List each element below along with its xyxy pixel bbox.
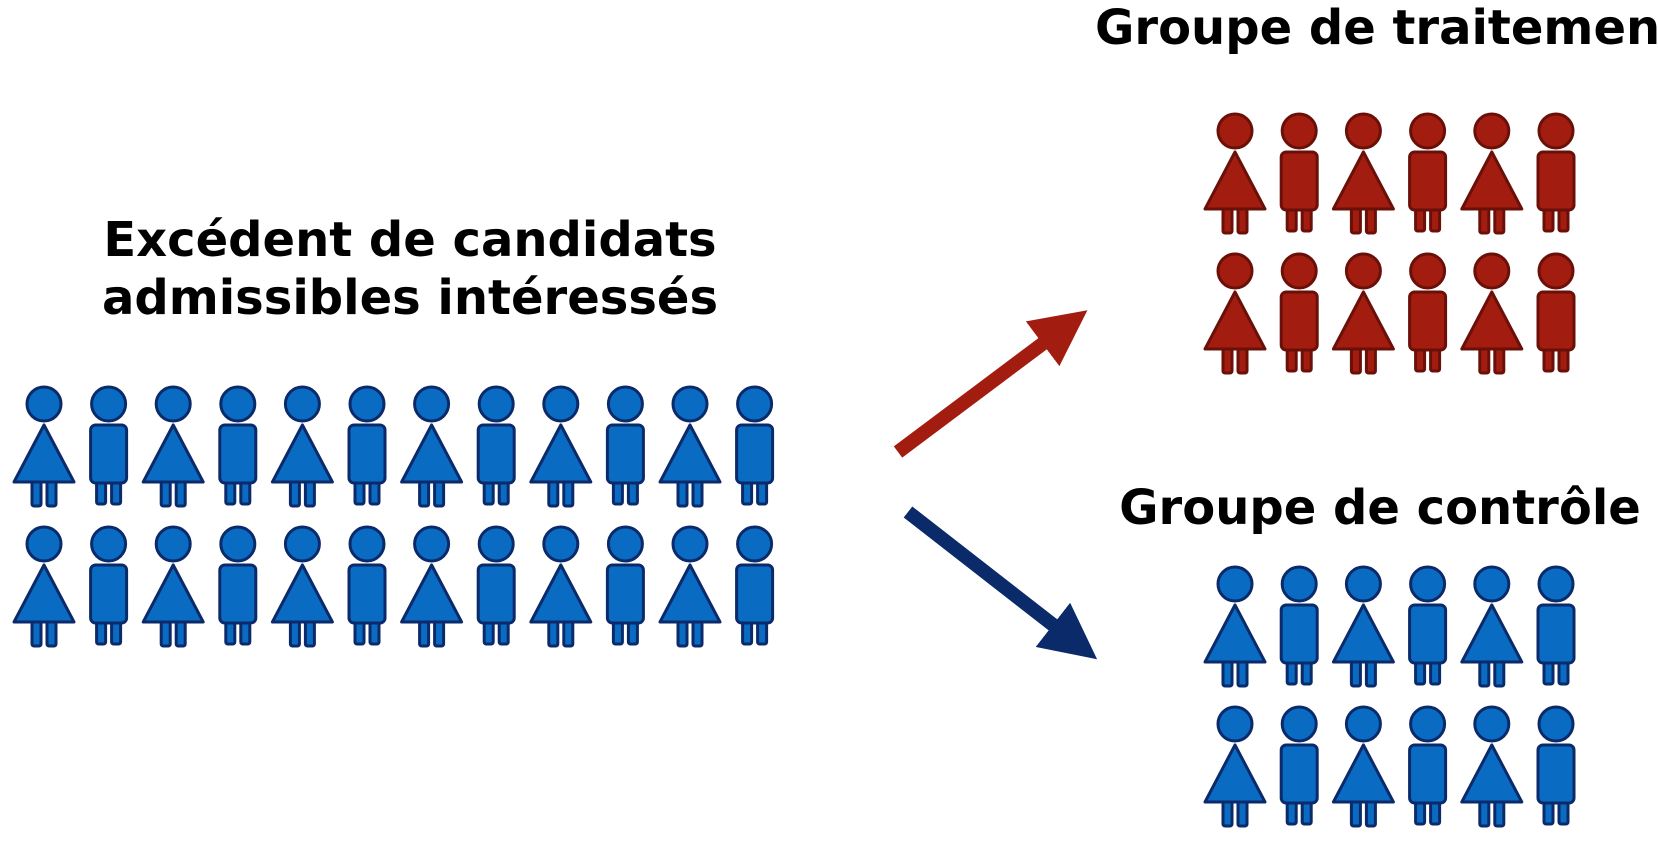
male-person-icon xyxy=(476,385,516,506)
female-person-icon xyxy=(141,385,205,508)
female-person-icon xyxy=(529,525,593,648)
male-person-icon xyxy=(1536,252,1576,373)
female-person-icon xyxy=(1331,252,1395,375)
male-person-icon xyxy=(218,385,258,506)
female-person-icon xyxy=(658,385,722,508)
female-person-icon xyxy=(1460,112,1524,235)
female-person-icon xyxy=(1331,565,1395,688)
male-person-icon xyxy=(1279,565,1319,686)
male-person-icon xyxy=(1408,112,1448,233)
female-person-icon xyxy=(1460,565,1524,688)
treatment-group-people xyxy=(1203,112,1576,375)
arrow-to-control-icon xyxy=(903,506,1098,660)
female-person-icon xyxy=(400,385,464,508)
male-person-icon xyxy=(1408,252,1448,373)
male-person-icon xyxy=(347,385,387,506)
female-person-icon xyxy=(270,385,334,508)
arrow-to-treatment-icon xyxy=(893,310,1088,458)
male-person-icon xyxy=(735,525,775,646)
applicant-pool-title-line1: Excédent de candidats xyxy=(103,212,717,268)
male-person-icon xyxy=(1536,112,1576,233)
male-person-icon xyxy=(218,525,258,646)
male-person-icon xyxy=(605,385,645,506)
female-person-icon xyxy=(270,525,334,648)
male-person-icon xyxy=(476,525,516,646)
male-person-icon xyxy=(347,525,387,646)
male-person-icon xyxy=(89,385,129,506)
female-person-icon xyxy=(658,525,722,648)
male-person-icon xyxy=(735,385,775,506)
control-group-title: Groupe de contrôle xyxy=(1119,480,1641,536)
female-person-icon xyxy=(12,525,76,648)
female-person-icon xyxy=(12,385,76,508)
male-person-icon xyxy=(1536,565,1576,686)
male-person-icon xyxy=(1408,705,1448,826)
female-person-icon xyxy=(1460,705,1524,828)
female-person-icon xyxy=(141,525,205,648)
female-person-icon xyxy=(400,525,464,648)
control-group-people xyxy=(1203,565,1576,828)
female-person-icon xyxy=(529,385,593,508)
female-person-icon xyxy=(1203,705,1267,828)
male-person-icon xyxy=(89,525,129,646)
female-person-icon xyxy=(1203,252,1267,375)
female-person-icon xyxy=(1460,252,1524,375)
male-person-icon xyxy=(1536,705,1576,826)
male-person-icon xyxy=(1279,252,1319,373)
female-person-icon xyxy=(1203,112,1267,235)
female-person-icon xyxy=(1331,112,1395,235)
treatment-group-title: Groupe de traitement xyxy=(1095,0,1658,56)
female-person-icon xyxy=(1203,565,1267,688)
male-person-icon xyxy=(605,525,645,646)
applicant-pool-title: Excédent de candidats admissibles intére… xyxy=(40,212,780,327)
male-person-icon xyxy=(1408,565,1448,686)
applicant-pool-title-line2: admissibles intéressés xyxy=(101,269,719,326)
applicant-pool-people xyxy=(12,385,775,648)
female-person-icon xyxy=(1331,705,1395,828)
male-person-icon xyxy=(1279,112,1319,233)
male-person-icon xyxy=(1279,705,1319,826)
